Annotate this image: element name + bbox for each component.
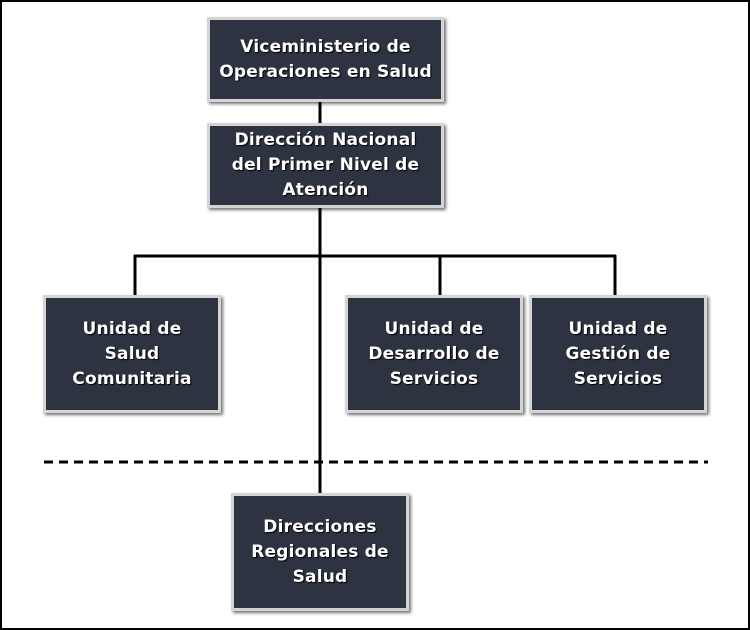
node-viceministerio: Viceministerio de Operaciones en Salud xyxy=(207,17,444,102)
node-unidad-desarrollo-servicios-label: Unidad de Desarrollo de Servicios xyxy=(368,318,500,389)
node-direccion-nacional-label: Dirección Nacional del Primer Nivel de A… xyxy=(231,130,420,200)
node-unidad-salud-comunitaria: Unidad de Salud Comunitaria xyxy=(43,295,221,413)
node-unidad-gestion-servicios-label: Unidad de Gestión de Servicios xyxy=(565,318,671,389)
node-direccion-nacional: Dirección Nacional del Primer Nivel de A… xyxy=(207,123,444,208)
node-unidad-salud-comunitaria-label: Unidad de Salud Comunitaria xyxy=(72,318,192,389)
node-direcciones-regionales: Direcciones Regionales de Salud xyxy=(231,493,409,611)
node-viceministerio-label: Viceministerio de Operaciones en Salud xyxy=(219,36,432,82)
node-unidad-gestion-servicios: Unidad de Gestión de Servicios xyxy=(529,295,707,413)
node-unidad-desarrollo-servicios: Unidad de Desarrollo de Servicios xyxy=(345,295,523,413)
node-direcciones-regionales-label: Direcciones Regionales de Salud xyxy=(251,516,389,587)
